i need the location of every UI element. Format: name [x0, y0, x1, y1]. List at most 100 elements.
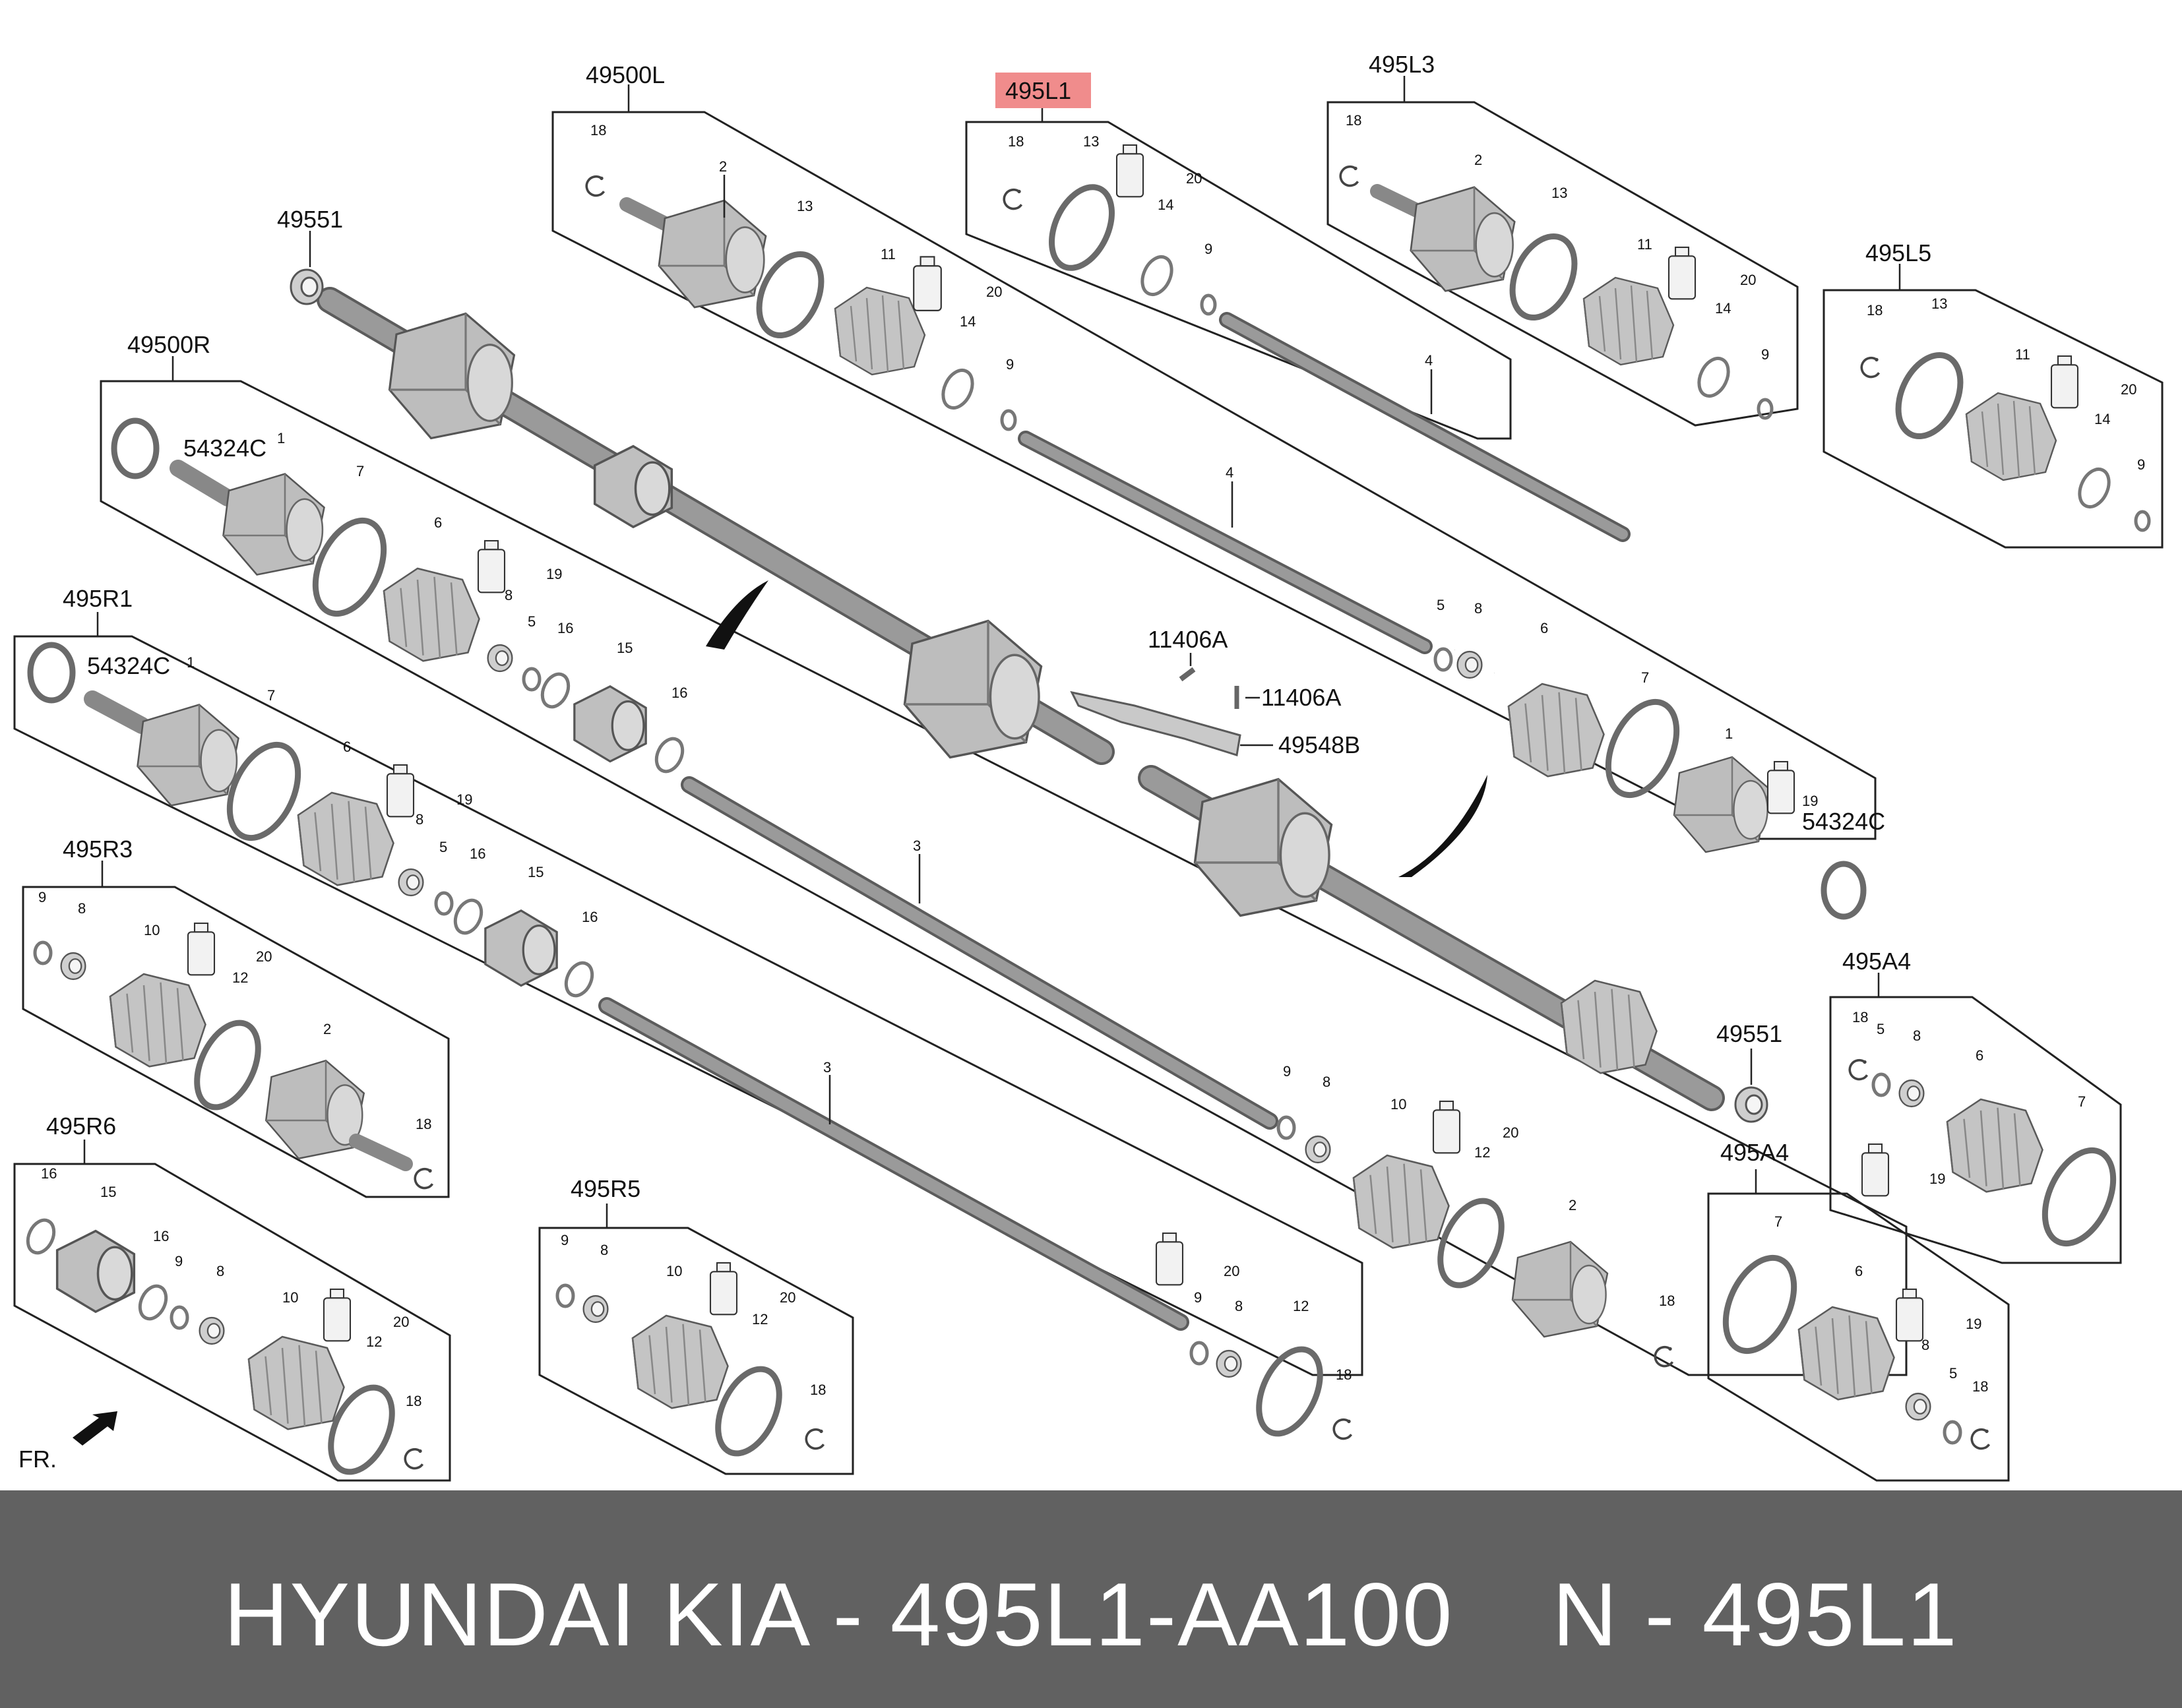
group-label-495R3: 495R3: [63, 836, 133, 863]
svg-text:16: 16: [582, 909, 598, 925]
svg-text:7: 7: [1641, 669, 1649, 686]
svg-text:7: 7: [267, 687, 275, 704]
group-495L1-parts: 18 13 20 14 9: [1003, 133, 1217, 316]
part-label-11406A-upper: 11406A: [1148, 626, 1228, 653]
svg-text:9: 9: [2137, 456, 2145, 473]
svg-text:19: 19: [1929, 1171, 1945, 1187]
part-label-49551-upper: 49551: [277, 206, 343, 233]
svg-text:8: 8: [216, 1263, 224, 1279]
svg-text:14: 14: [1158, 197, 1173, 213]
svg-text:9: 9: [175, 1253, 183, 1269]
motion-arc-right: [1398, 775, 1487, 877]
group-495L3-outline: 495L3: [1326, 51, 1799, 427]
svg-text:12: 12: [752, 1311, 768, 1327]
svg-text:15: 15: [617, 640, 633, 656]
svg-text:14: 14: [960, 313, 976, 330]
part-label-11406A-lower: 11406A: [1261, 684, 1341, 711]
svg-text:6: 6: [1976, 1047, 1983, 1064]
svg-text:16: 16: [153, 1228, 169, 1244]
svg-text:9: 9: [38, 889, 46, 905]
svg-text:8: 8: [1921, 1337, 1929, 1353]
svg-text:2: 2: [1569, 1197, 1576, 1213]
svg-text:2: 2: [719, 158, 727, 175]
svg-text:9: 9: [1194, 1289, 1202, 1306]
svg-text:12: 12: [1293, 1298, 1309, 1314]
svg-text:10: 10: [144, 922, 160, 938]
svg-text:8: 8: [1474, 600, 1482, 617]
svg-text:2: 2: [1474, 152, 1482, 168]
group-49500R-outline: 49500R: [100, 331, 1908, 1376]
svg-text:7: 7: [356, 463, 364, 479]
front-arrow-icon: [73, 1411, 117, 1446]
svg-text:4: 4: [1425, 352, 1433, 369]
nut-49551-lower: 49551: [1716, 1020, 1782, 1123]
bolt-11406A-upper: 11406A: [1148, 626, 1228, 682]
group-49500R-parts: 54324C 1 7 6 19 8 5 16 15 16 9 8 10 20 1…: [111, 417, 1675, 1368]
group-495R3-outline: 495R3: [22, 836, 450, 1198]
svg-text:13: 13: [1083, 133, 1099, 150]
nut-49551-upper: 49551: [277, 206, 343, 305]
group-495R1-parts: 54324C 1 7 6 19 8 5 16 15 16 20 9 8 12 1…: [27, 642, 1353, 1440]
group-495L5-outline: 495L5: [1823, 239, 2164, 549]
shaft-4-left: 4: [1018, 431, 1433, 654]
group-label-495L3: 495L3: [1369, 51, 1435, 78]
highlight-495L1: [995, 73, 1091, 108]
group-495A4-lower-parts: 7 6 19 8 5 18: [1722, 1213, 1991, 1450]
svg-text:20: 20: [986, 284, 1002, 300]
svg-text:5: 5: [1877, 1021, 1885, 1037]
svg-text:12: 12: [1474, 1144, 1490, 1161]
svg-text:10: 10: [666, 1263, 682, 1279]
group-495R5-outline: 495R5: [538, 1175, 854, 1475]
svg-text:20: 20: [1503, 1124, 1518, 1141]
svg-text:8: 8: [600, 1242, 608, 1258]
svg-text:20: 20: [1186, 170, 1202, 187]
group-label-495A4-upper: 495A4: [1842, 948, 1911, 975]
svg-text:9: 9: [561, 1232, 569, 1248]
svg-text:1: 1: [187, 654, 195, 671]
part-label-54324C-c: 54324C: [87, 652, 170, 679]
svg-text:9: 9: [1204, 241, 1212, 257]
group-495R6-parts: 16 15 16 9 8 10 20 12 18: [26, 1165, 424, 1475]
front-label: FR.: [18, 1446, 57, 1473]
svg-text:12: 12: [232, 969, 248, 986]
svg-text:3: 3: [823, 1059, 831, 1076]
svg-text:19: 19: [1966, 1316, 1981, 1332]
group-49500L-outline: 49500L: [551, 61, 1877, 840]
group-label-49500L: 49500L: [586, 61, 665, 88]
svg-text:2: 2: [323, 1021, 331, 1037]
bracket-49548B: 49548B: [1070, 690, 1360, 758]
svg-text:16: 16: [470, 845, 485, 862]
svg-text:7: 7: [1774, 1213, 1782, 1230]
svg-text:6: 6: [434, 514, 442, 531]
svg-text:18: 18: [590, 122, 606, 138]
svg-text:8: 8: [416, 811, 423, 828]
group-495L5-parts: 18 13 11 20 14 9: [1860, 295, 2151, 532]
svg-text:16: 16: [557, 620, 573, 636]
svg-text:20: 20: [780, 1289, 795, 1306]
group-495R3-parts: 9 8 10 20 12 2 18: [33, 889, 434, 1190]
svg-text:12: 12: [366, 1333, 382, 1350]
svg-text:20: 20: [1224, 1263, 1239, 1279]
svg-text:20: 20: [1740, 272, 1756, 288]
svg-text:20: 20: [256, 948, 272, 965]
part-label-54324C-a: 54324C: [1802, 808, 1885, 835]
group-495A4-upper-parts: 18 5 8 6 7 19: [1848, 1009, 2117, 1247]
group-label-495A4-lower: 495A4: [1720, 1139, 1789, 1166]
svg-text:5: 5: [1949, 1365, 1957, 1382]
group-label-495R5: 495R5: [571, 1175, 640, 1202]
svg-text:14: 14: [1715, 300, 1731, 317]
parts-diagram: 49500L 495L1 495L3 495L5 49500R 495R1 49…: [13, 51, 2164, 1482]
svg-text:6: 6: [1540, 620, 1548, 636]
svg-text:11: 11: [1637, 236, 1652, 253]
svg-text:8: 8: [505, 587, 513, 603]
svg-text:5: 5: [1437, 597, 1445, 613]
bolt-11406A-lower: 11406A: [1234, 684, 1341, 711]
lower-axle-shaft: [1138, 765, 1725, 1111]
svg-text:10: 10: [1390, 1096, 1406, 1113]
svg-text:6: 6: [1855, 1263, 1863, 1279]
svg-text:18: 18: [1659, 1293, 1675, 1309]
svg-text:1: 1: [1725, 725, 1733, 742]
front-direction-indicator: FR.: [18, 1411, 117, 1473]
